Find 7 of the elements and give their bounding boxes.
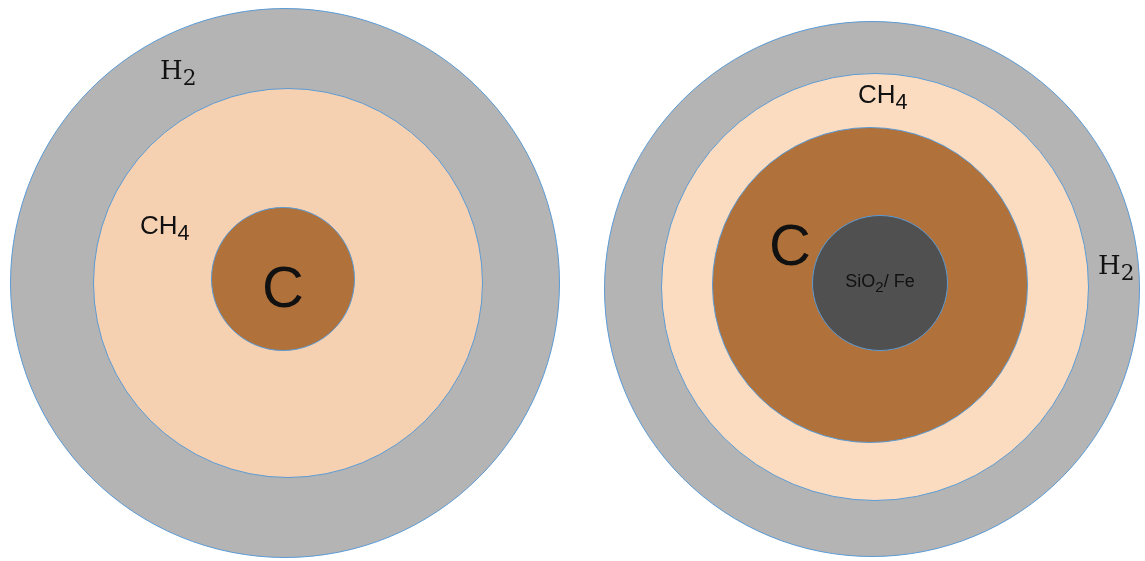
layer-label: H$_{2}$ [160,56,197,90]
layer-label: SiO$_{2}$/ Fe [845,271,915,295]
layer-label: CH$_{4}$ [858,80,908,114]
layer-label: H$_{2}$ [1098,251,1135,285]
layer-label: CH$_{4}$ [140,211,190,245]
layer-label: C [262,255,304,319]
layer-label: C [769,213,811,277]
